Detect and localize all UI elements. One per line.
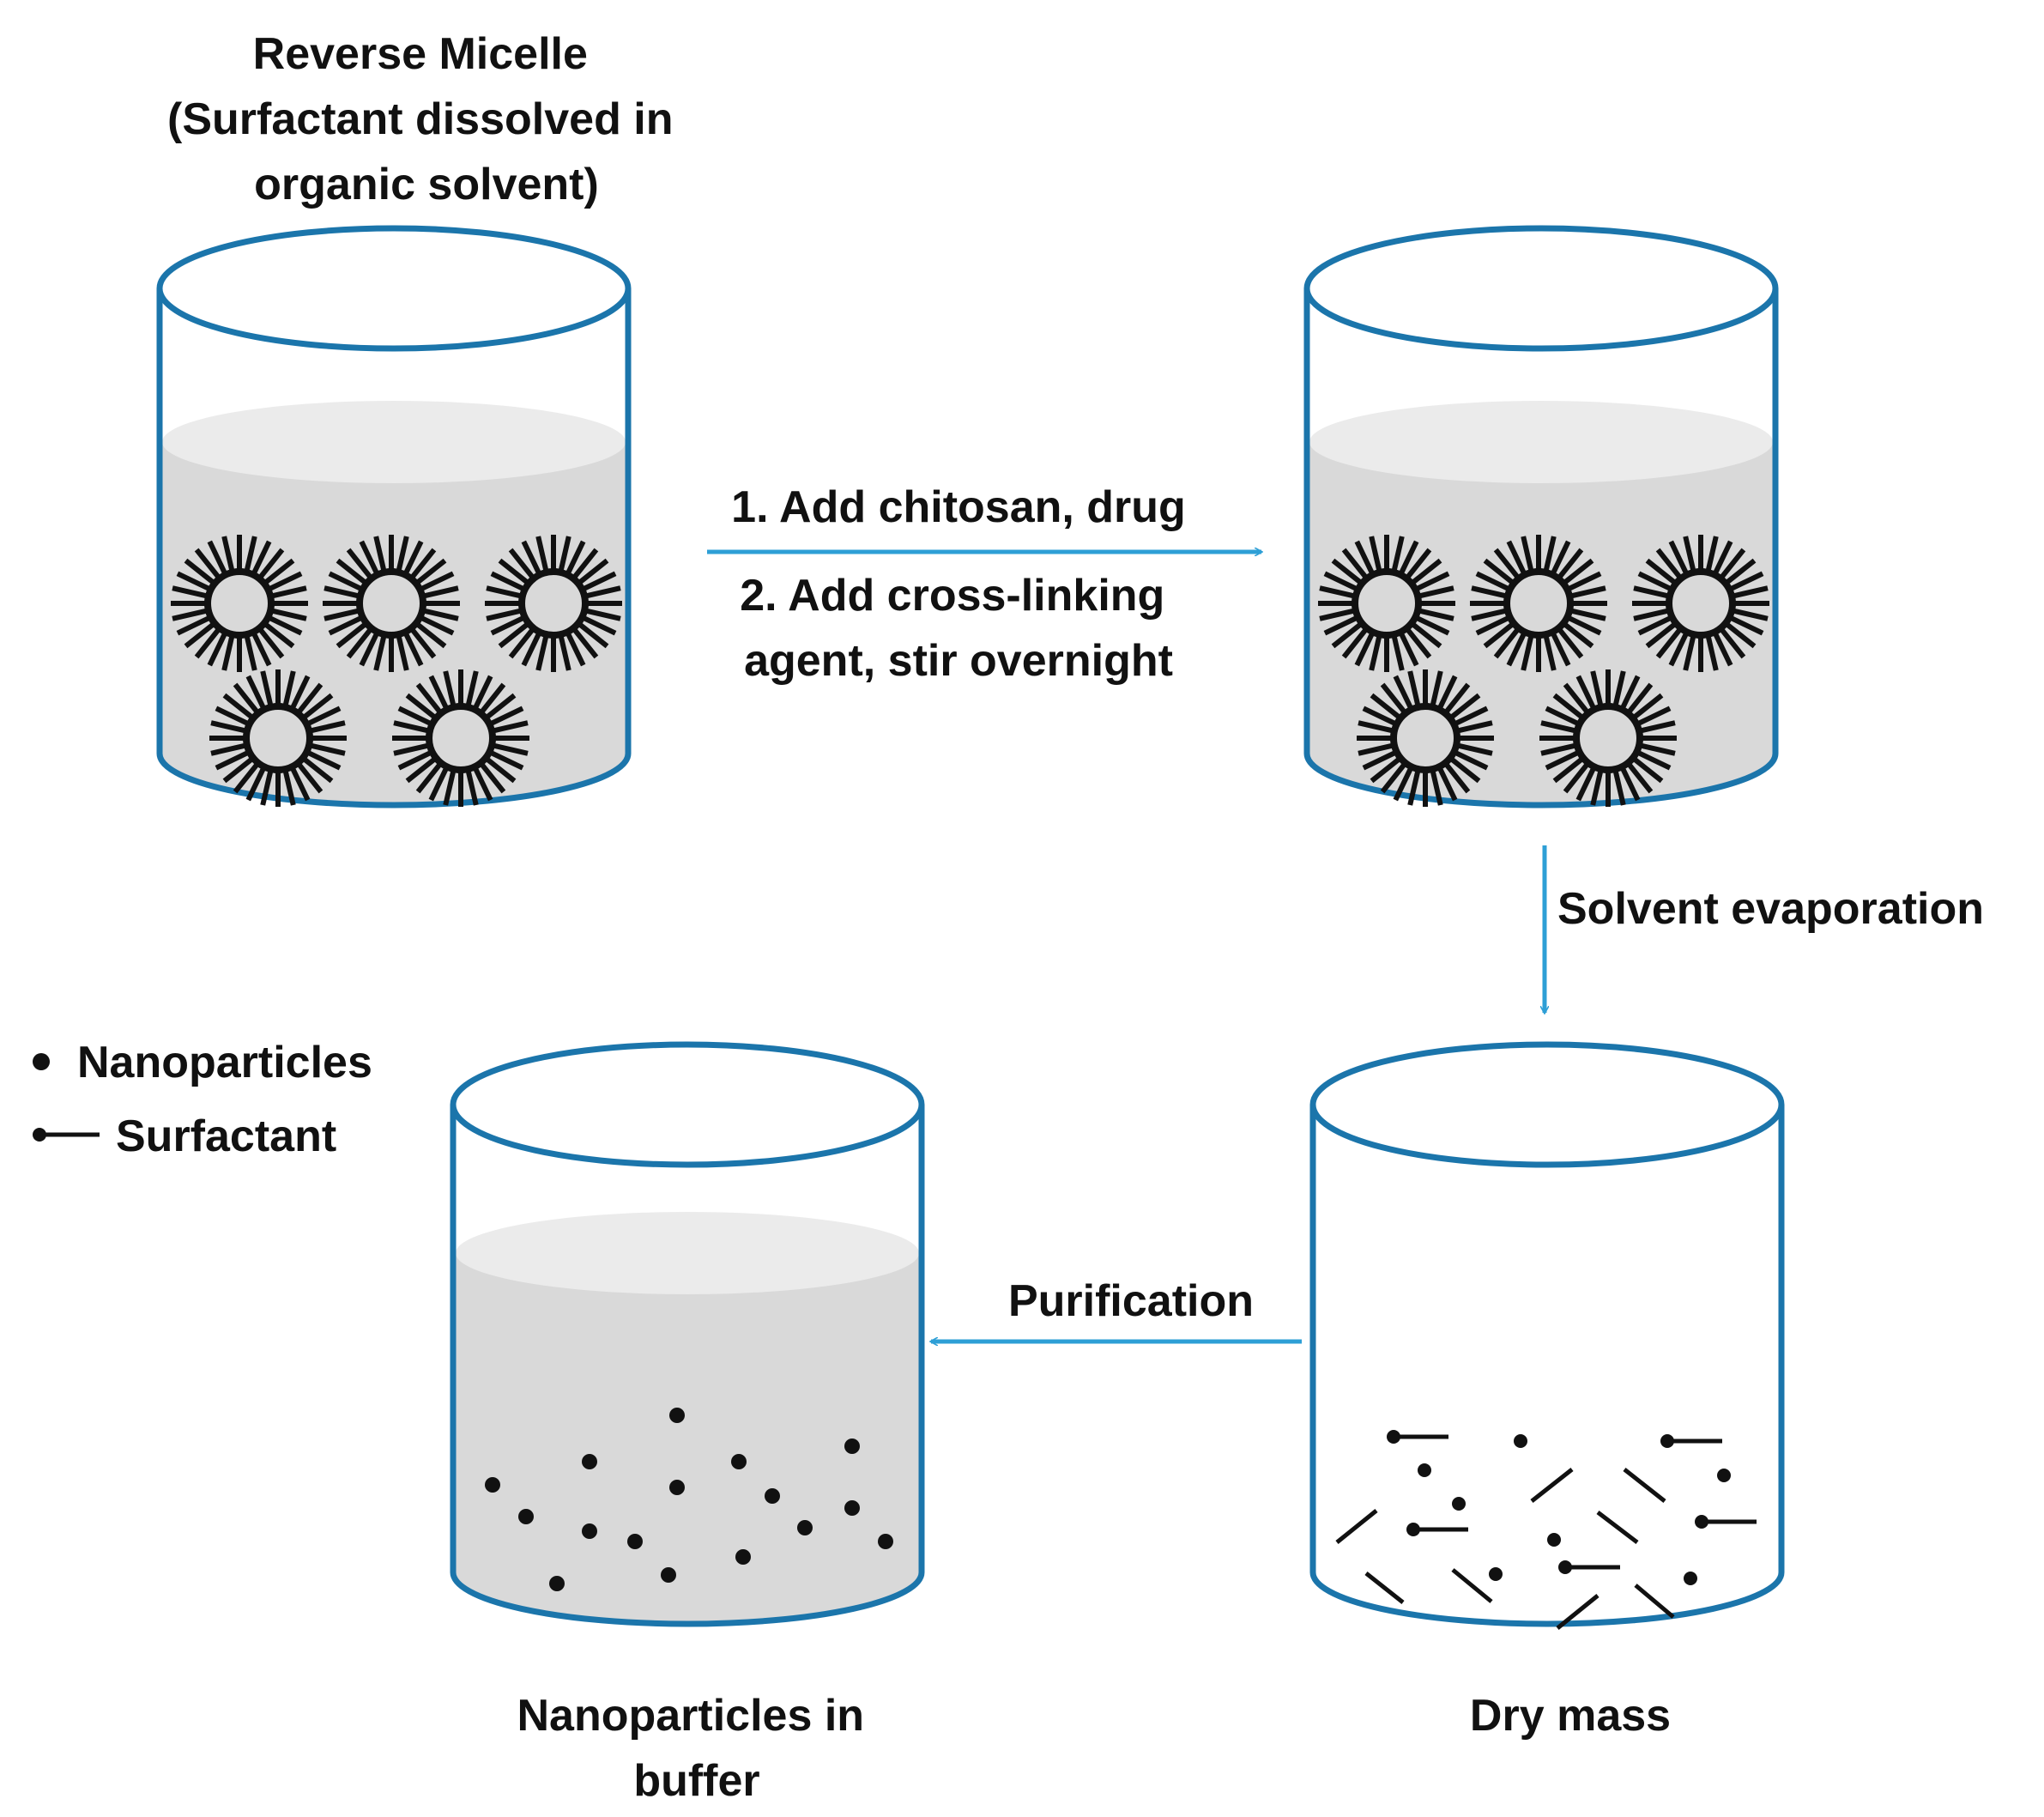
- reverse-micelle-icon: [171, 535, 308, 672]
- buffer-line-1: Nanoparticles in: [517, 1691, 864, 1741]
- nanoparticle-dot-icon: [1717, 1469, 1731, 1482]
- surfactant-tail-icon: [1530, 1468, 1574, 1503]
- reverse-micelle-icon: [1357, 669, 1494, 807]
- surfactant-molecule-icon: [1406, 1523, 1468, 1536]
- nanoparticle-dot-icon: [1452, 1497, 1466, 1511]
- reverse-micelle-icon: [1539, 669, 1677, 807]
- nanoparticle-dot-icon: [1489, 1567, 1503, 1581]
- surfactant-molecule-icon: [1387, 1430, 1448, 1444]
- nanoparticle-dot-icon: [627, 1534, 643, 1549]
- surfactant-tail-icon: [1596, 1511, 1639, 1544]
- nanoparticle-dot-icon: [661, 1567, 676, 1583]
- surfactant-molecule-icon: [1660, 1434, 1722, 1448]
- nanoparticle-dot-icon: [731, 1454, 747, 1469]
- nanoparticle-group: [485, 1408, 893, 1591]
- surfactant-tail-icon: [1556, 1594, 1600, 1630]
- nanoparticle-dot-icon: [549, 1576, 565, 1591]
- nanoparticle-dot-icon: [485, 1477, 500, 1493]
- buffer-label: Nanoparticles in buffer: [517, 1691, 876, 1806]
- legend: Nanoparticles Surfactant: [33, 1038, 372, 1161]
- surfactant-tail-icon: [1364, 1572, 1405, 1604]
- beaker-dry-mass: [1309, 1041, 1785, 1630]
- dry-mass-label: Dry mass: [1470, 1691, 1671, 1741]
- surfactant-tail-icon: [1335, 1509, 1378, 1544]
- reverse-micelle-icon: [323, 535, 460, 672]
- reverse-micelle-icon: [485, 535, 622, 672]
- step2-label: 2. Add cross-linking agent, stir overnig…: [740, 571, 1177, 686]
- beaker-reverse-micelle: [156, 225, 632, 809]
- surfactant-tail-icon: [1634, 1584, 1675, 1619]
- buffer-line-2: buffer: [633, 1756, 759, 1806]
- nanoparticle-dot-icon: [669, 1480, 685, 1495]
- nanoparticle-dot-icon: [797, 1520, 813, 1535]
- reverse-micelle-icon: [209, 669, 347, 807]
- legend-surfactant-label: Surfactant: [116, 1111, 336, 1161]
- nanoparticle-dot-icon: [765, 1488, 780, 1504]
- surfactant-tail-icon: [1623, 1468, 1666, 1503]
- nanoparticle-dot-icon: [1547, 1533, 1561, 1547]
- nanoparticle-dot-icon: [518, 1509, 534, 1524]
- nanoparticle-dot-icon: [582, 1523, 597, 1539]
- step1-label: 1. Add chitosan, drug: [731, 482, 1186, 532]
- nanoparticle-dot-icon: [1418, 1463, 1431, 1477]
- title-line-1: Reverse Micelle: [253, 29, 588, 79]
- beaker-nanoparticles-buffer: [450, 1041, 925, 1627]
- reverse-micelle-icon: [1470, 535, 1607, 672]
- surfactant-molecule-icon: [1695, 1515, 1757, 1529]
- purification-label: Purification: [1008, 1276, 1254, 1326]
- beaker-crosslinked: [1303, 225, 1779, 809]
- nanoparticle-dot-icon: [1514, 1434, 1527, 1448]
- dry-mass-contents: [1335, 1430, 1757, 1630]
- reverse-micelle-icon: [1632, 535, 1769, 672]
- surfactant-molecule-icon: [1558, 1560, 1620, 1574]
- surfactant-molecule-icon: [33, 1128, 100, 1142]
- nanoparticle-dot-icon: [33, 1053, 50, 1070]
- step1-line-1: 1. Add chitosan, drug: [731, 482, 1186, 532]
- nanoparticle-dot-icon: [669, 1408, 685, 1423]
- legend-nanoparticles-label: Nanoparticles: [77, 1038, 372, 1087]
- evaporation-label: Solvent evaporation: [1557, 884, 1984, 934]
- title-line-2: (Surfactant dissolved in: [167, 94, 673, 144]
- nanoparticle-dot-icon: [735, 1549, 751, 1565]
- step2-line-2: agent, stir overnight: [744, 636, 1173, 686]
- nanoparticle-dot-icon: [844, 1438, 860, 1454]
- surfactant-tail-icon: [1451, 1568, 1493, 1603]
- reverse-micelle-title: Reverse Micelle (Surfactant dissolved in…: [167, 29, 686, 209]
- reverse-micelle-icon: [1318, 535, 1455, 672]
- step2-line-1: 2. Add cross-linking: [740, 571, 1164, 621]
- nanoparticle-dot-icon: [1684, 1572, 1697, 1585]
- micelle-group-2: [1318, 535, 1769, 807]
- nanoparticle-dot-icon: [844, 1500, 860, 1516]
- nanoparticle-dot-icon: [878, 1534, 893, 1549]
- title-line-3: organic solvent): [254, 160, 599, 209]
- reverse-micelle-icon: [392, 669, 529, 807]
- micelle-group-1: [171, 535, 622, 807]
- nanoparticle-dot-icon: [582, 1454, 597, 1469]
